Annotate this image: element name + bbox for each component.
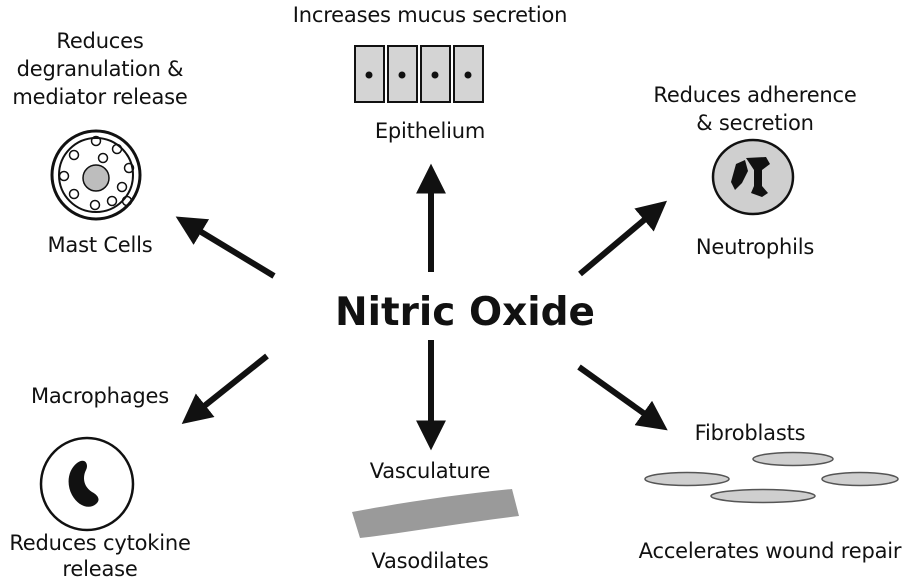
epithelium-effect: Increases mucus secretion [292,3,568,27]
diagram-title: Nitric Oxide [335,290,595,335]
fibroblast-cells [644,451,899,504]
vessel-shape [352,489,519,538]
fibroblasts-effect: Accelerates wound repair [638,539,902,563]
macrophages-effect-line2: release [62,557,138,581]
mast-cells-effect-line2: degranulation & [16,57,184,81]
neutrophils-effect-line2: & secretion [696,111,814,135]
arrows [175,163,668,451]
fibroblasts-name: Fibroblasts [694,421,806,445]
epithelium-cells [354,45,484,103]
neutrophils-effect-line1: Reduces adherence [653,83,857,107]
macrophage-icon [39,436,135,532]
neutrophils-name: Neutrophils [695,235,815,259]
arrow-to-mast-cells [175,216,276,279]
neutrophil-icon [711,138,795,216]
epithelium-name: Epithelium [374,119,486,143]
vasculature-effect: Vasodilates [371,549,489,573]
mast-cells-name: Mast Cells [47,233,153,257]
arrow-to-macrophages [181,353,269,424]
mast-cells-effect-line1: Reduces [56,29,144,53]
mast-cell-icon [50,129,142,221]
arrow-to-fibroblasts [577,364,668,431]
vasculature-name: Vasculature [369,459,491,483]
mast-cells-effect-line3: mediator release [12,85,188,109]
arrow-to-neutrophils [578,200,668,277]
macrophages-name: Macrophages [30,384,170,408]
macrophages-effect-line1: Reduces cytokine [9,531,191,555]
